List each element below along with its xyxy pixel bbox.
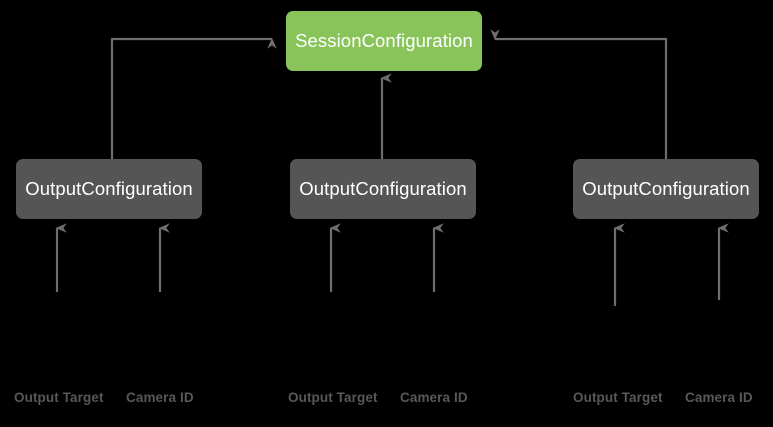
edge-left-output-to-session [110, 37, 277, 159]
node-output-configuration-left[interactable]: OutputConfiguration [16, 159, 202, 219]
leaf-label-camera-id-right: Camera ID [685, 390, 753, 405]
leaf-label-output-target-middle: Output Target [288, 390, 378, 405]
node-output-configuration-left-label: OutputConfiguration [25, 178, 193, 199]
node-output-configuration-right[interactable]: OutputConfiguration [573, 159, 759, 219]
leaf-label-output-target-right: Output Target [573, 390, 663, 405]
leaf-label-camera-id-left: Camera ID [126, 390, 194, 405]
node-output-configuration-right-label: OutputConfiguration [582, 178, 750, 199]
node-output-configuration-middle-label: OutputConfiguration [299, 178, 467, 199]
node-session-configuration[interactable]: SessionConfiguration [286, 11, 482, 71]
leaf-label-camera-id-middle: Camera ID [400, 390, 468, 405]
node-output-configuration-middle[interactable]: OutputConfiguration [290, 159, 476, 219]
leaf-label-output-target-left: Output Target [14, 390, 104, 405]
edge-right-output-to-session [490, 29, 668, 159]
node-session-configuration-label: SessionConfiguration [295, 30, 473, 51]
